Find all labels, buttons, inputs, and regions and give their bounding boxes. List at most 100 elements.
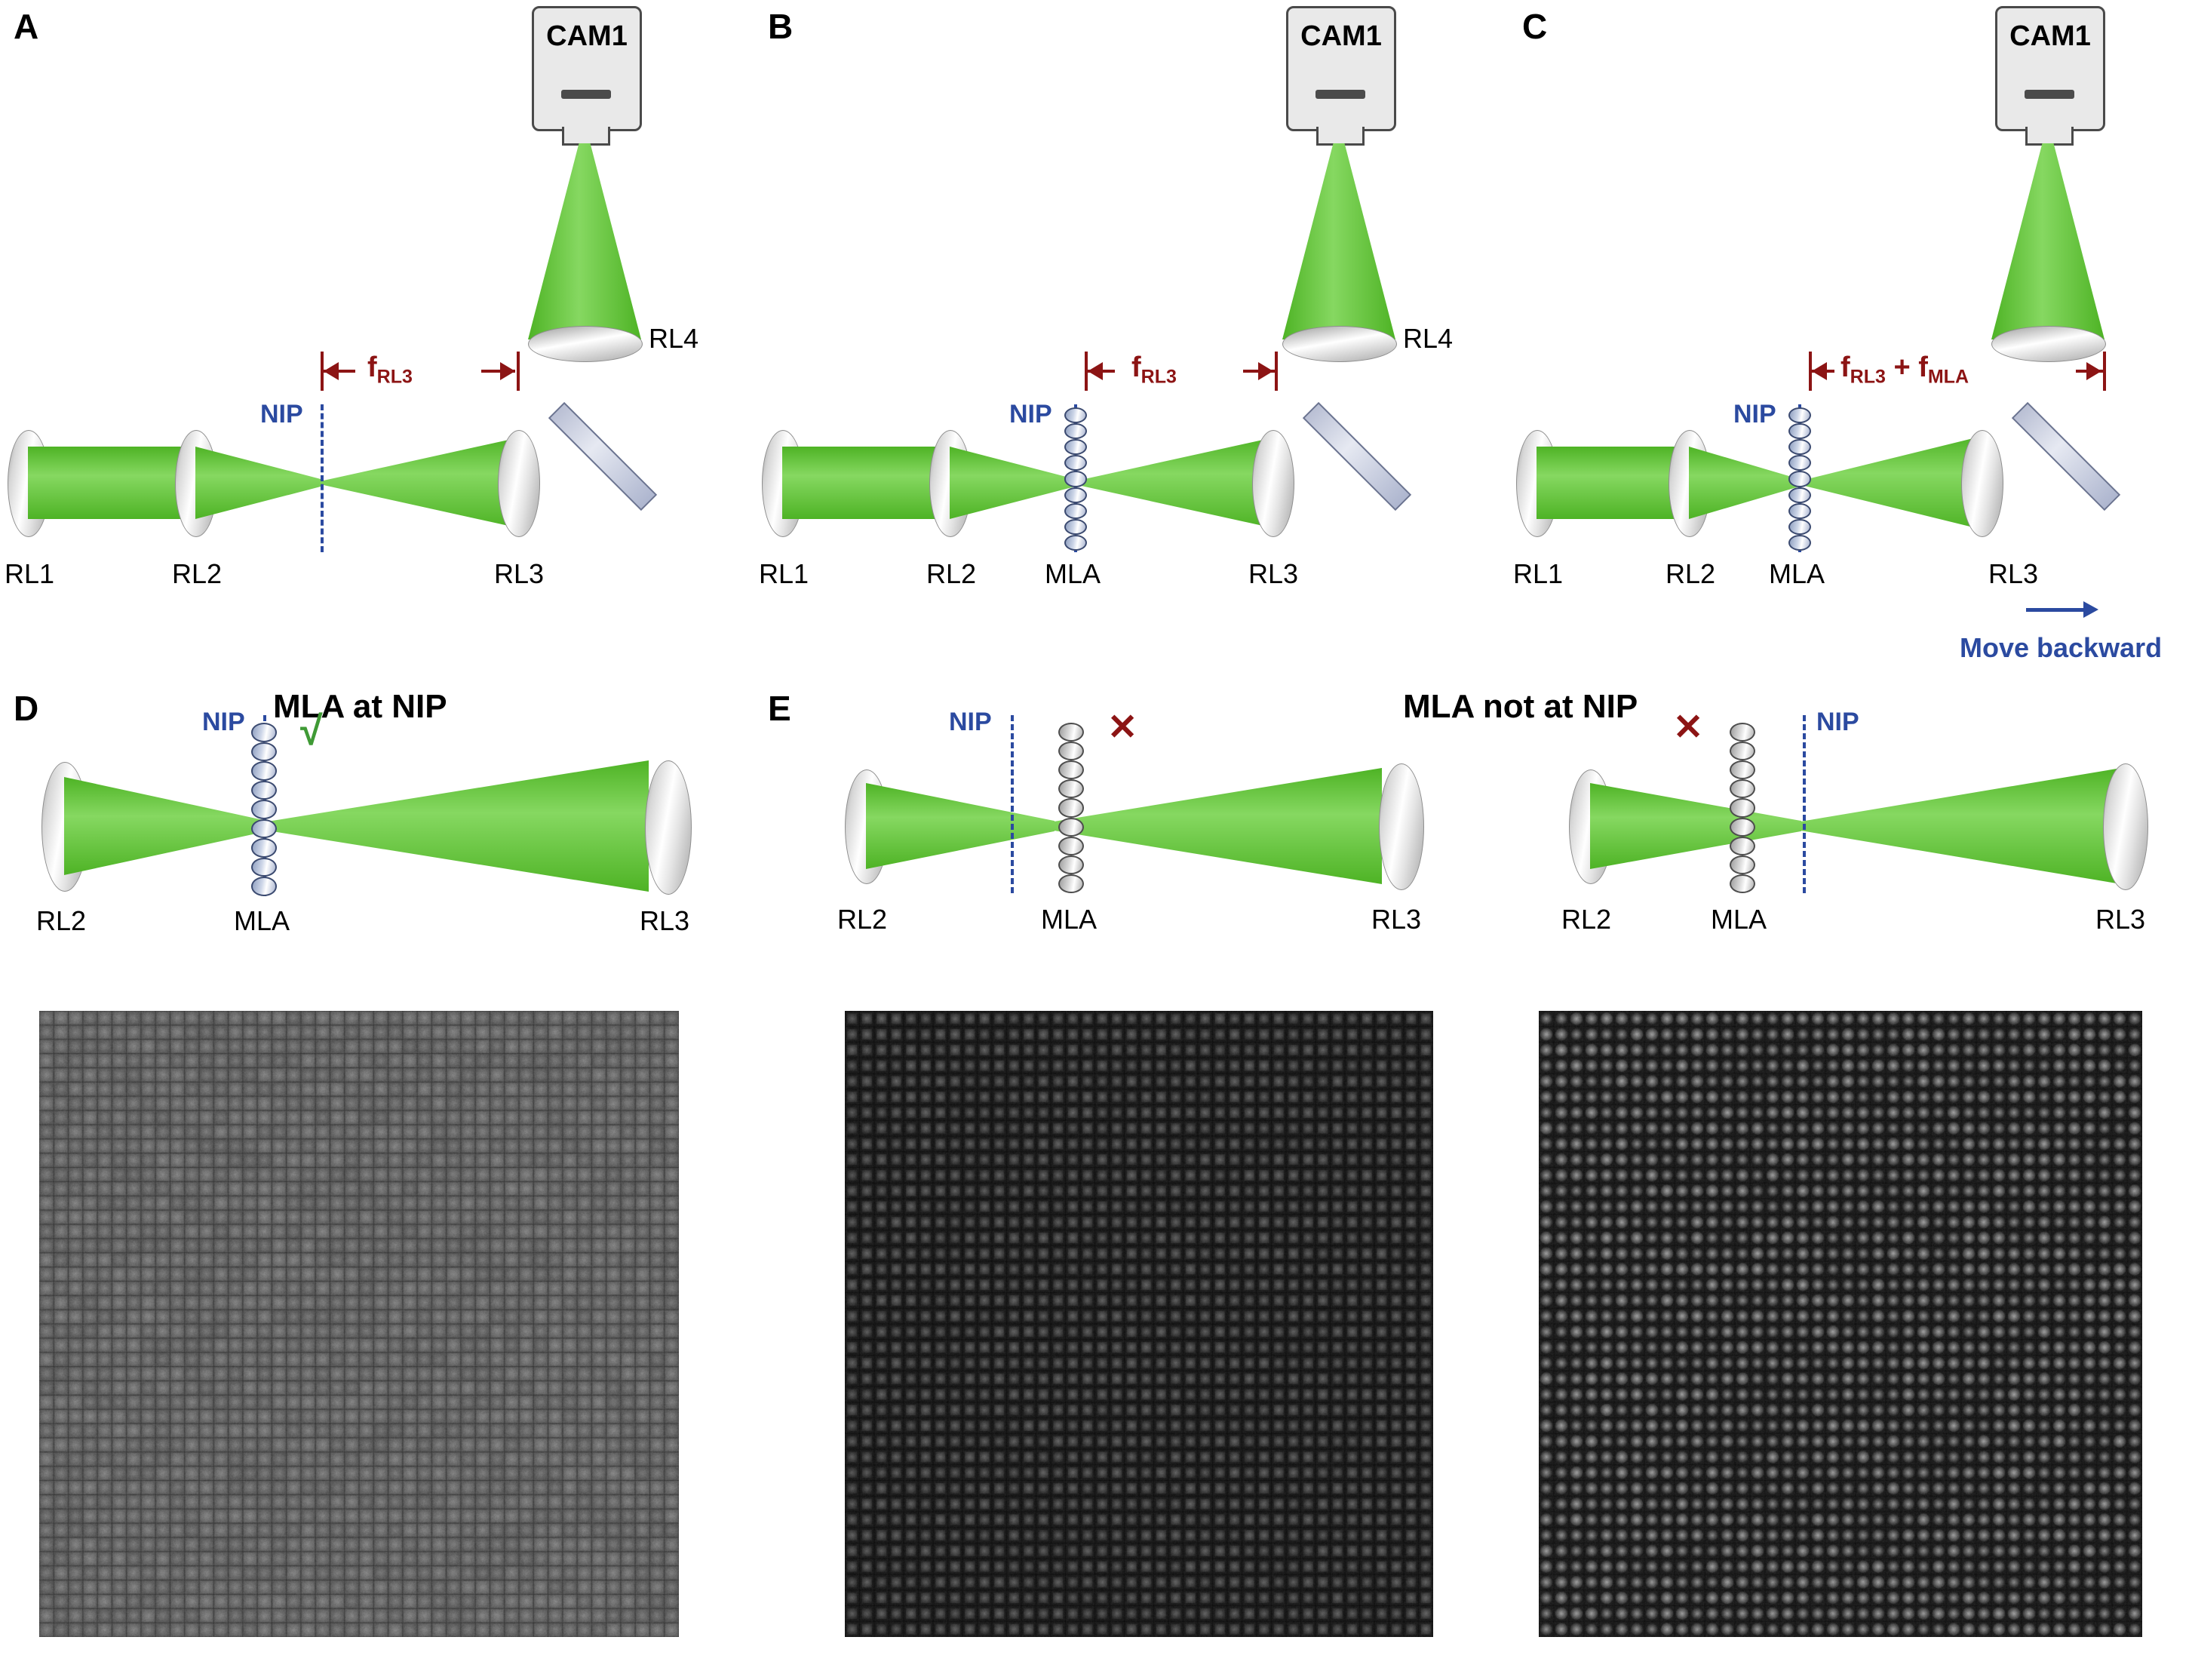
panel-a-label-rl1: RL1 [5,558,54,590]
panel-d-rl3 [645,760,692,895]
mla-lenslet [1730,855,1755,874]
panel-b-beam-diverging [1076,438,1273,528]
panel-a-measure-tick-right [517,352,520,391]
panel-a-beam-diverging [321,438,519,528]
mla-lenslet [251,761,277,781]
mla-lenslet [1788,471,1811,487]
panel-a-arrowhead-left [324,362,339,380]
mla-lenslet [1730,874,1755,893]
mla-lenslet [1788,423,1811,439]
panel-e-subpanel-left: RL2 NIP MLA ✕ RL3 [754,679,1471,996]
mla-before-nip-micrograph [845,1011,1433,1637]
panel-a-beam-converging [195,447,321,519]
panel-c-arrowhead-left [1812,362,1827,380]
mla-lenslet [1058,855,1084,874]
panel-d-beam-converging [64,777,264,875]
panel-e-right-rl3 [2103,763,2148,890]
panel-c-label-rl1: RL1 [1513,558,1563,590]
camera-slit-icon [561,90,611,99]
panel-c-label-rl3: RL3 [1988,558,2038,590]
mla-lenslet [251,838,277,858]
panel-e-right-cross-icon: ✕ [1673,706,1703,748]
mla-lenslet [251,858,277,877]
mla-lenslet [1064,471,1087,487]
panel-e-left-cross-icon: ✕ [1107,706,1137,748]
panel-e-left-beam-converging [866,783,1055,869]
panel-d-title: MLA at NIP [273,688,447,726]
mla-lenslet [1788,519,1811,535]
panel-b-label-rl1: RL1 [759,558,809,590]
mla-lenslet [251,742,277,762]
panel-a-camera: CAM1 [532,6,642,131]
panel-a-focal-sub: RL3 [377,367,413,388]
mla-lenslet [1064,503,1087,519]
panel-b-beam-collimated [782,447,950,519]
panel-c-camera: CAM1 [1995,6,2105,131]
panel-e-right-mla [1727,723,1758,893]
panel-c-move-arrow-head [2083,601,2098,618]
panel-b-camera-label: CAM1 [1300,20,1382,53]
panel-b-arrowhead-right [1258,362,1273,380]
panel-c-label-rl2: RL2 [1665,558,1715,590]
panel-c: C CAM1 RL1 RL2 NIP MLA RL3 [1509,0,2192,679]
mla-lenslet [1788,503,1811,519]
panel-c-arrowhead-right [2086,362,2101,380]
panel-e-right-nip-line [1803,715,1806,893]
panel-c-mirror [2012,402,2120,511]
panel-b-measure-tick-right [1275,352,1278,391]
mla-lenslet [1064,407,1087,423]
panel-d-letter: D [14,688,38,729]
panel-c-beam-diverging [1800,436,1982,530]
panel-a-letter: A [14,6,38,47]
panel-b-label-rl3: RL3 [1248,558,1298,590]
panel-b: B CAM1 RL4 RL1 RL2 NIP MLA RL3 [754,0,1509,679]
panel-c-letter: C [1522,6,1547,47]
panel-a-beam-collimated [28,447,195,519]
mla-lenslet [1788,407,1811,423]
panel-e-left-mla [1056,723,1086,893]
panel-e-left-nip-label: NIP [949,708,992,737]
panel-e-left-label-rl2: RL2 [837,904,887,935]
panel-d-label-rl2: RL2 [36,905,86,937]
mla-lenslet [1788,455,1811,471]
panel-e-left-beam-diverging [1055,768,1382,884]
camera-slit-icon [1316,90,1365,99]
panel-a-focal-label: fRL3 [367,352,413,389]
panel-c-beam-vertical [1991,143,2105,339]
panel-c-move-label: Move backward [1960,632,2162,664]
panel-e-left-nip-line [1011,715,1014,893]
mla-after-nip-micrograph [1539,1011,2142,1637]
panel-b-focal-sub: RL3 [1141,367,1177,388]
mla-lenslet [251,800,277,819]
panel-a-beam-vertical [528,143,641,339]
panel-b-focal-label: fRL3 [1131,352,1177,389]
panel-a: A CAM1 RL4 RL1 RL2 NIP RL3 fRL3 [0,0,754,679]
panel-a-lens-rl4 [528,326,643,362]
panel-d-label-mla: MLA [234,905,290,937]
panel-d-check-icon: √ [300,708,323,754]
mla-lenslet [1064,519,1087,535]
mla-lenslet [1730,742,1755,760]
mla-lenslet [1064,439,1087,455]
mla-lenslet [1730,837,1755,855]
panel-d-nip-label: NIP [202,708,245,737]
panel-e-right-label-mla: MLA [1711,904,1767,935]
panel-b-beam-converging [950,447,1076,519]
panel-b-beam-vertical [1282,143,1395,339]
panel-e-right-beam-converging [1590,783,1801,869]
panel-a-nip-label: NIP [260,400,303,429]
mla-lenslet [1058,779,1084,798]
mla-lenslet [1058,760,1084,779]
panel-c-focal-label: fRL3 + fMLA [1840,352,1969,389]
mla-lenslet [251,781,277,800]
panel-c-mla [1786,407,1813,551]
panel-c-beam-collimated [1537,447,1689,519]
mla-lenslet [251,723,277,742]
mla-lenslet [1730,723,1755,742]
panel-a-focal-base: f [367,352,377,383]
panel-a-label-rl3: RL3 [494,558,544,590]
panel-c-lens-rl3 [1961,430,2003,537]
mla-lenslet [1058,742,1084,760]
panel-c-beam-converging [1689,447,1800,519]
mla-lenslet [1058,723,1084,742]
